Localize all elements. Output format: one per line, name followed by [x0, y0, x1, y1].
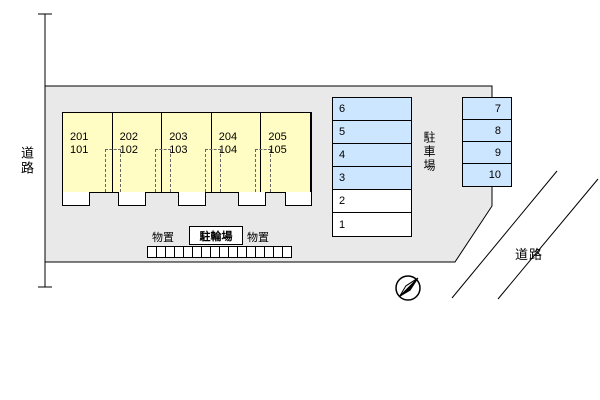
- unit-upper-number: 204: [218, 131, 238, 143]
- parking-space-6: 6: [333, 98, 411, 121]
- parking-column-right: 7 8 9 10: [462, 97, 512, 187]
- space-number: 2: [339, 195, 346, 207]
- shed-cell: [247, 247, 256, 257]
- space-number: 10: [488, 169, 501, 181]
- parking-column-middle: 6 5 4 3 2 1: [332, 97, 412, 237]
- shed-cell: [238, 247, 247, 257]
- shed-cell: [211, 247, 220, 257]
- unit-lower-number: 105: [268, 144, 287, 156]
- unit-numbers: 205 105: [268, 131, 286, 157]
- space-number: 8: [494, 124, 501, 137]
- unit-numbers: 204 104: [219, 131, 237, 157]
- space-number: 9: [494, 146, 501, 159]
- space-number: 7: [494, 102, 501, 115]
- shed-cell: [148, 247, 157, 257]
- unit-upper-number: 205: [268, 131, 287, 143]
- road-edge-line-2: [497, 178, 599, 300]
- apartment-building: 201 101 202 102 203 103 204 104 205: [62, 112, 312, 193]
- building-unit-1: 201 101: [63, 113, 113, 192]
- unit-upper-number: 201: [70, 131, 89, 143]
- building-unit-4: 204 104: [212, 113, 262, 192]
- shed-cell: [193, 247, 202, 257]
- space-number: 4: [339, 149, 346, 161]
- parking-space-4: 4: [333, 144, 411, 167]
- stair-dashed-outline: [205, 149, 221, 192]
- unit-lower-number: 103: [169, 144, 188, 156]
- parking-space-3: 3: [333, 167, 411, 190]
- unit-upper-number: 202: [119, 131, 138, 143]
- storage-label-right: 物置: [247, 232, 269, 244]
- unit-lower-number: 102: [119, 144, 138, 156]
- shed-cell: [157, 247, 166, 257]
- space-number: 5: [339, 126, 346, 138]
- entrance-porch: [62, 192, 90, 206]
- road-label-right: 道路: [515, 247, 544, 262]
- building-unit-3: 203 103: [162, 113, 212, 192]
- stair-dashed-outline: [255, 149, 271, 192]
- entrance-porch: [118, 192, 146, 206]
- shed-cell: [166, 247, 175, 257]
- unit-upper-number: 203: [169, 131, 188, 143]
- stair-dashed-outline: [105, 149, 121, 192]
- unit-numbers: 202 102: [120, 131, 138, 157]
- shed-cell: [274, 247, 283, 257]
- unit-numbers: 201 101: [70, 131, 88, 157]
- parking-space-5: 5: [333, 121, 411, 144]
- unit-lower-number: 101: [70, 144, 89, 156]
- space-number: 3: [339, 172, 346, 184]
- unit-numbers: 203 103: [169, 131, 187, 157]
- storage-label-left: 物置: [152, 232, 174, 244]
- parking-space-2: 2: [333, 190, 411, 213]
- entrance-porch: [285, 192, 312, 206]
- stair-dashed-outline: [155, 149, 171, 192]
- entrance-porch: [238, 192, 266, 206]
- parking-space-8: 8: [463, 120, 511, 142]
- north-compass-icon: [395, 275, 421, 301]
- storage-shed-strip: [147, 246, 292, 258]
- shed-cell: [265, 247, 274, 257]
- parking-lot-label: 駐車場: [422, 131, 436, 173]
- shed-cell: [256, 247, 265, 257]
- space-number: 1: [339, 218, 346, 231]
- shed-cell: [229, 247, 238, 257]
- building-unit-2: 202 102: [113, 113, 163, 192]
- shed-cell: [220, 247, 229, 257]
- entrance-porch: [178, 192, 206, 206]
- road-edge-line-1: [451, 170, 558, 299]
- shed-cell: [283, 247, 291, 257]
- parking-space-1: 1: [333, 213, 411, 236]
- unit-lower-number: 104: [218, 144, 238, 156]
- bicycle-parking-label: 駐輪場: [189, 226, 243, 245]
- shed-cell: [175, 247, 184, 257]
- building-unit-5: 205 105: [261, 113, 311, 192]
- shed-cell: [184, 247, 193, 257]
- road-label-left: 道路: [19, 146, 34, 176]
- parking-space-7: 7: [463, 98, 511, 120]
- shed-cell: [202, 247, 211, 257]
- space-number: 6: [339, 103, 346, 115]
- parking-space-9: 9: [463, 142, 511, 164]
- parking-space-10: 10: [463, 164, 511, 186]
